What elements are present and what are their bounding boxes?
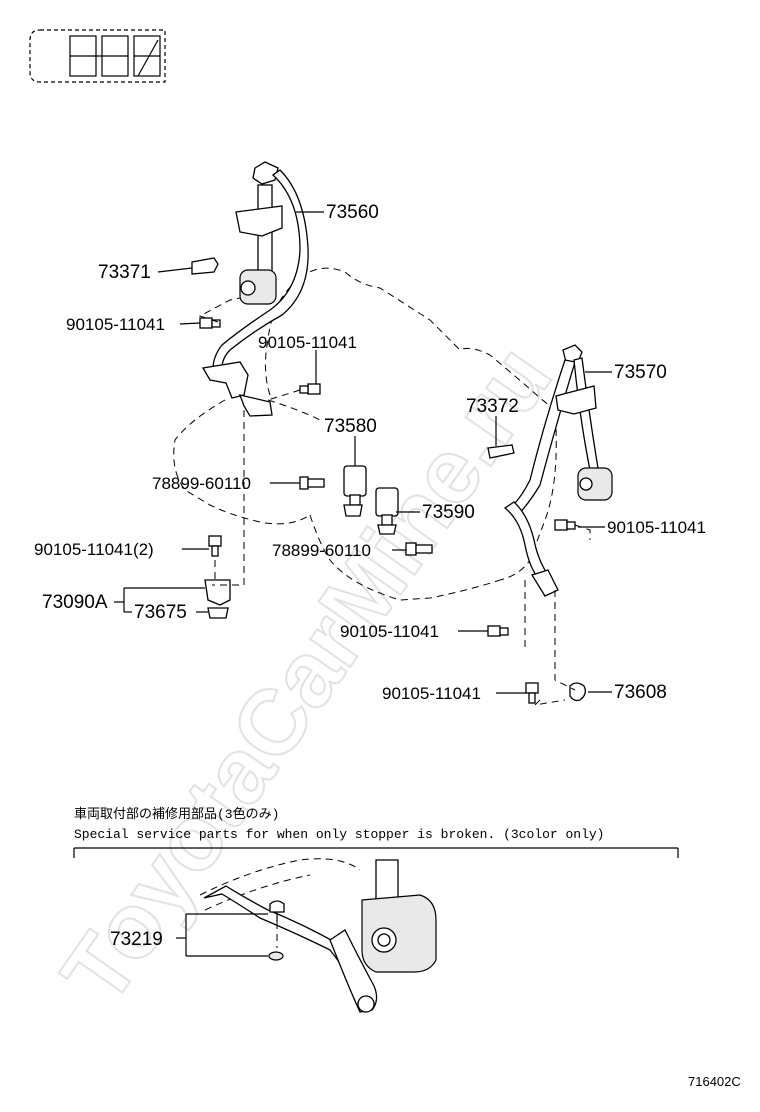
label-78899-a: 78899-60110 xyxy=(152,474,251,493)
label-73372: 73372 xyxy=(466,396,519,417)
stopper-detail-illustration xyxy=(199,858,437,1013)
label-73560: 73560 xyxy=(326,202,379,223)
vehicle-seat-position-icon xyxy=(29,29,166,83)
label-73590: 73590 xyxy=(422,502,475,523)
seat-belt-assembly-73560 xyxy=(201,161,309,417)
callout-leader-lines xyxy=(114,211,612,694)
label-73219: 73219 xyxy=(110,929,163,950)
bolt-90105-e-icon xyxy=(525,682,539,704)
bolt-90105-c-icon xyxy=(554,519,576,531)
label-90105-d: 90105-11041 xyxy=(340,622,439,641)
buckle-73590 xyxy=(375,487,399,535)
seat-outline xyxy=(173,267,557,601)
seat-belt-assembly-73570 xyxy=(503,344,613,597)
note-english: Special service parts for when only stop… xyxy=(74,827,605,842)
label-73371: 73371 xyxy=(98,262,151,283)
label-73675: 73675 xyxy=(134,602,187,623)
anchor-bracket-73090a xyxy=(204,579,231,619)
label-90105-e: 90105-11041 xyxy=(382,684,481,703)
label-73608: 73608 xyxy=(614,682,667,703)
label-73580: 73580 xyxy=(324,416,377,437)
note-bracket xyxy=(73,847,679,858)
bolt-78899-a-icon xyxy=(299,476,325,490)
bolt-90105-d-icon xyxy=(487,625,509,637)
figure-code: 716402C xyxy=(688,1074,741,1089)
bolt-90105-2-icon xyxy=(208,535,222,557)
bolt-90105-a-icon xyxy=(199,317,221,329)
note-japanese: 車両取付部の補修用部品(3色のみ) xyxy=(74,806,279,822)
label-90105-b: 90105-11041 xyxy=(258,333,357,352)
label-90105-c: 90105-11041 xyxy=(607,518,706,537)
belt-guide-73608 xyxy=(569,682,586,702)
label-73090a: 73090A xyxy=(42,592,108,613)
bolt-78899-b-icon xyxy=(405,542,433,556)
label-78899-b: 78899-60110 xyxy=(272,541,371,560)
callout-73219-bracket xyxy=(176,913,268,957)
bolt-icons xyxy=(199,317,576,704)
belt-cover-73371 xyxy=(191,257,219,275)
label-90105-2: 90105-11041(2) xyxy=(34,540,154,559)
belt-clip-73372 xyxy=(487,444,515,459)
label-73570: 73570 xyxy=(614,362,667,383)
label-90105-a: 90105-11041 xyxy=(66,315,165,334)
bolt-90105-b-icon xyxy=(299,383,321,395)
buckle-73580 xyxy=(343,465,367,517)
watermark-text: ToyotaCarMine.ru xyxy=(43,328,571,1022)
